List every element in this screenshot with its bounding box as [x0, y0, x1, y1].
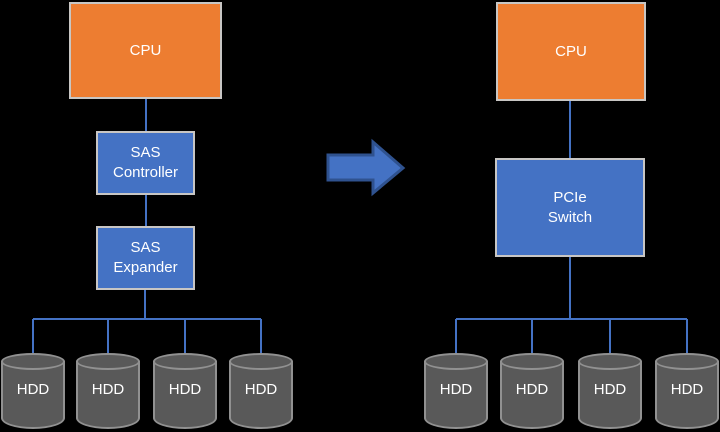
- sas-expander-label-line1: SAS: [130, 239, 161, 256]
- sas-controller-label-line1: SAS: [130, 144, 161, 161]
- right-hdd-2: HDD: [500, 353, 564, 429]
- left-hdd-3: HDD: [153, 353, 217, 429]
- right-hdd-3: HDD: [578, 353, 642, 429]
- hdd-label: HDD: [244, 381, 278, 398]
- sas-controller-node: SAS Controller: [96, 131, 195, 195]
- right-hdd-4: HDD: [655, 353, 719, 429]
- sas-expander-node: SAS Expander: [96, 226, 195, 290]
- left-cpu-node: CPU: [69, 2, 222, 99]
- hdd-cylinder-body: [1, 361, 65, 429]
- hdd-label: HDD: [16, 381, 50, 398]
- hdd-cylinder-body: [229, 361, 293, 429]
- left-hdd-2: HDD: [76, 353, 140, 429]
- hdd-cylinder-body: [500, 361, 564, 429]
- pcie-switch-label-line2: Switch: [547, 208, 593, 226]
- hdd-cylinder-body: [424, 361, 488, 429]
- hdd-label: HDD: [168, 381, 202, 398]
- left-hdd-1: HDD: [1, 353, 65, 429]
- right-hdd-bus-line: [455, 318, 688, 356]
- pcie-switch-label-line1: PCIe: [553, 188, 587, 206]
- hdd-label: HDD: [670, 381, 704, 398]
- right-cpu-label: CPU: [555, 42, 587, 60]
- hdd-cylinder-top: [76, 353, 140, 370]
- hdd-cylinder-body: [153, 361, 217, 429]
- sas-expander-label-line2: Expander: [113, 259, 178, 276]
- hdd-cylinder-top: [578, 353, 642, 370]
- hdd-cylinder-body: [76, 361, 140, 429]
- hdd-cylinder-top: [655, 353, 719, 370]
- hdd-cylinder-body: [655, 361, 719, 429]
- hdd-cylinder-top: [500, 353, 564, 370]
- hdd-cylinder-body: [578, 361, 642, 429]
- hdd-cylinder-top: [229, 353, 293, 370]
- hdd-cylinder-top: [153, 353, 217, 370]
- left-hdd-4: HDD: [229, 353, 293, 429]
- pcie-switch-node: PCIe Switch: [495, 158, 645, 257]
- hdd-label: HDD: [439, 381, 473, 398]
- hdd-label: HDD: [515, 381, 549, 398]
- hdd-label: HDD: [91, 381, 125, 398]
- hdd-label: HDD: [593, 381, 627, 398]
- hdd-cylinder-top: [1, 353, 65, 370]
- right-hdd-1: HDD: [424, 353, 488, 429]
- left-cpu-label: CPU: [129, 41, 162, 59]
- left-hdd-bus-line: [32, 318, 262, 356]
- sas-controller-label-line2: Controller: [112, 164, 179, 181]
- right-cpu-node: CPU: [496, 2, 646, 101]
- hdd-cylinder-top: [424, 353, 488, 370]
